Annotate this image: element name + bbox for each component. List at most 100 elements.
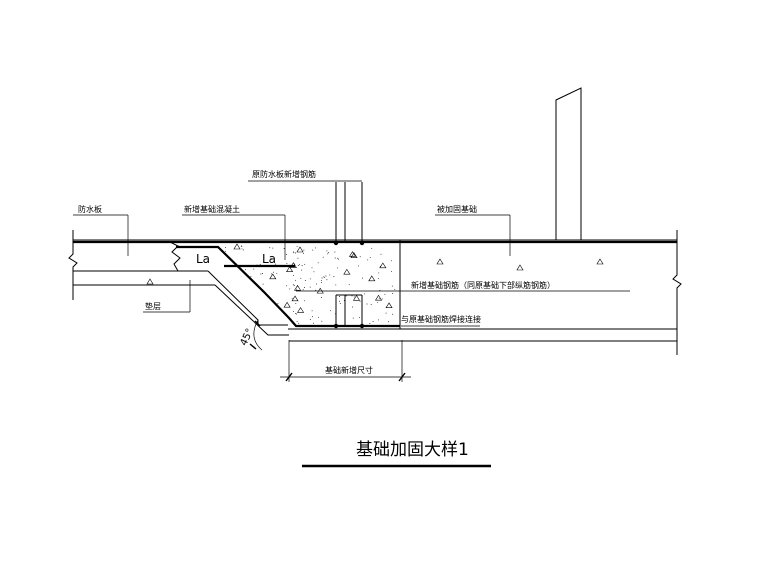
concrete-speck	[317, 316, 319, 318]
concrete-speck	[326, 250, 328, 252]
concrete-speck	[338, 296, 340, 297]
concrete-speck	[321, 320, 323, 322]
concrete-speck	[372, 321, 374, 322]
label-widen-dim: 基础新增尺寸	[325, 365, 373, 375]
concrete-speck	[304, 300, 306, 302]
concrete-speck	[378, 319, 379, 321]
concrete-speck	[391, 285, 393, 287]
concrete-speck	[241, 248, 243, 250]
concrete-speck	[297, 257, 299, 259]
angle-tick-1	[254, 320, 261, 327]
concrete-aggregate	[269, 273, 277, 280]
concrete-speck	[311, 310, 313, 312]
inner-break-symbol	[169, 241, 181, 272]
concrete-speck	[260, 273, 262, 275]
concrete-speck	[322, 256, 324, 258]
label-la-left: La	[196, 252, 210, 266]
concrete-speck	[367, 259, 369, 261]
concrete-speck	[303, 249, 305, 251]
concrete-speck	[241, 245, 243, 247]
concrete-speck	[394, 288, 396, 290]
label-waterproof-slab: 防水板	[78, 204, 102, 214]
concrete-speck	[300, 277, 302, 279]
concrete-speck	[311, 267, 313, 269]
concrete-speck	[286, 254, 288, 255]
concrete-speck	[250, 276, 252, 278]
concrete-speck	[253, 268, 255, 270]
concrete-hatch	[146, 243, 604, 325]
label-cushion: 垫层	[145, 301, 161, 311]
concrete-speck	[309, 278, 311, 280]
concrete-speck	[392, 293, 394, 294]
rebar-dot	[333, 240, 339, 246]
concrete-aggregate	[368, 275, 376, 282]
concrete-speck	[320, 279, 322, 281]
concrete-speck	[330, 310, 332, 312]
concrete-speck	[364, 293, 366, 295]
new-rebar-bent	[176, 245, 400, 328]
concrete-speck	[293, 285, 295, 286]
concrete-speck	[312, 249, 314, 251]
concrete-speck	[259, 264, 261, 265]
concrete-speck	[338, 258, 340, 260]
concrete-speck	[295, 303, 297, 305]
concrete-speck	[325, 275, 327, 277]
concrete-speck	[387, 321, 389, 323]
concrete-speck	[377, 301, 379, 303]
concrete-speck	[295, 252, 297, 254]
concrete-aggregate	[291, 295, 299, 302]
concrete-speck	[297, 265, 299, 267]
concrete-speck	[391, 260, 393, 262]
concrete-speck	[309, 319, 311, 321]
concrete-speck	[391, 270, 392, 272]
concrete-speck	[351, 295, 353, 297]
concrete-speck	[276, 272, 278, 274]
concrete-speck	[366, 303, 368, 305]
wall-outline	[555, 87, 582, 240]
concrete-speck	[392, 313, 394, 315]
concrete-speck	[359, 316, 361, 318]
concrete-speck	[269, 247, 271, 249]
concrete-speck	[323, 276, 325, 278]
concrete-speck	[320, 297, 322, 299]
concrete-speck	[302, 252, 304, 254]
concrete-speck	[292, 310, 294, 312]
concrete-speck	[352, 317, 354, 319]
concrete-speck	[295, 279, 297, 281]
label-weld: 与原基础钢筋焊接连接	[401, 314, 481, 324]
concrete-speck	[314, 247, 316, 249]
concrete-speck	[328, 252, 330, 254]
concrete-aggregate	[343, 268, 351, 275]
concrete-speck	[377, 277, 379, 279]
label-reinforced-foundation: 被加固基础	[437, 204, 477, 214]
concrete-speck	[244, 269, 246, 271]
concrete-speck	[327, 253, 329, 255]
concrete-speck	[296, 313, 298, 315]
concrete-speck	[315, 289, 317, 291]
concrete-speck	[313, 322, 315, 324]
concrete-speck	[283, 248, 285, 249]
rebar-dot	[359, 240, 365, 246]
concrete-speck	[312, 316, 314, 318]
concrete-speck	[270, 257, 272, 259]
concrete-speck	[321, 277, 323, 279]
concrete-speck	[272, 247, 274, 249]
concrete-speck	[296, 245, 298, 247]
left-break-symbol	[68, 230, 78, 300]
concrete-speck	[371, 247, 373, 249]
foundation-step-outline	[207, 270, 288, 326]
concrete-speck	[370, 304, 372, 306]
concrete-speck	[296, 288, 298, 290]
concrete-speck	[385, 312, 387, 314]
concrete-speck	[293, 252, 295, 254]
concrete-speck	[334, 257, 336, 259]
concrete-speck	[298, 263, 300, 265]
concrete-speck	[295, 312, 296, 314]
concrete-speck	[243, 249, 244, 251]
concrete-speck	[379, 289, 381, 291]
concrete-speck	[313, 271, 315, 273]
concrete-speck	[262, 273, 263, 274]
cushion-step-outline	[214, 284, 289, 336]
concrete-speck	[301, 269, 303, 271]
